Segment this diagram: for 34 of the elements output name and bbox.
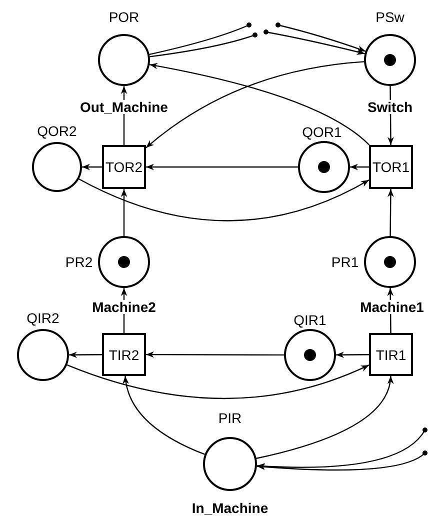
arc-arrow (336, 352, 369, 358)
place-comment: In_Machine (190, 501, 270, 515)
place-name: QIR2 (26, 311, 60, 325)
place-name: PR2 (65, 255, 93, 269)
transition-box: TIR1 (369, 333, 413, 376)
place-name: PSw (376, 10, 404, 24)
arc-arrow (66, 364, 370, 400)
arc-arrow (146, 164, 298, 170)
place-name: QOR1 (302, 125, 342, 139)
arc-arrow (146, 351, 284, 358)
arc-arrow (120, 189, 128, 236)
arc-arrow (264, 30, 365, 55)
arc-arrow (276, 22, 366, 52)
place-comment: Machine2 (91, 300, 157, 314)
arc-arrow (123, 376, 205, 455)
place-name: QIR1 (294, 313, 326, 327)
transition-box: TOR1 (369, 145, 413, 189)
arc-arrow (256, 428, 428, 470)
place-comment: Machine1 (359, 300, 425, 314)
place-comment: Switch (366, 100, 414, 114)
arc-arrow (256, 450, 428, 471)
place-name: PIR (218, 411, 242, 425)
arc-arrow (256, 376, 393, 459)
place-name: QOR2 (37, 124, 77, 138)
place-comment: Out_Machine (79, 100, 169, 114)
transition-box: TOR2 (102, 145, 146, 189)
arc-arrow (387, 189, 394, 236)
arc-arrow (350, 164, 369, 170)
place-name: POR (108, 10, 140, 24)
arc-arrow (69, 352, 102, 358)
place-name: PR1 (331, 255, 359, 269)
arc-arrow (82, 164, 102, 170)
transition-box: TIR2 (102, 333, 146, 376)
arc-arrow (78, 178, 370, 222)
